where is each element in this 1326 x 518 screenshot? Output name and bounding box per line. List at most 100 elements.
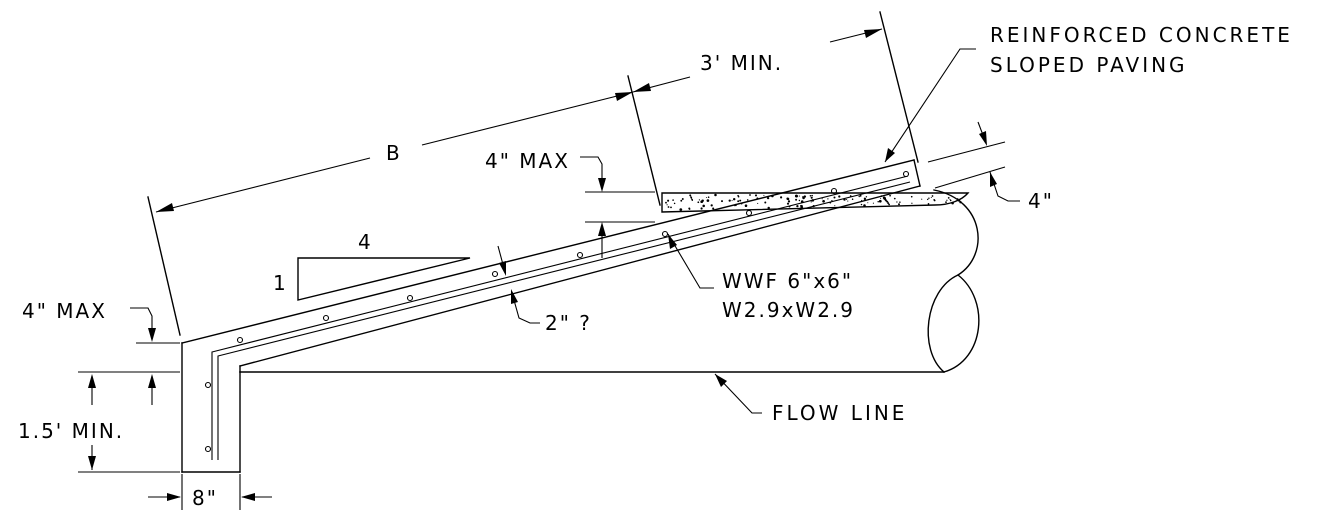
- concrete-speck: [863, 204, 866, 207]
- concrete-speck: [959, 201, 962, 204]
- concrete-speck: [846, 198, 848, 200]
- concrete-speck: [802, 196, 805, 200]
- slope-run-label: 4: [358, 230, 373, 254]
- concrete-speck: [798, 199, 801, 202]
- concrete-speck: [811, 194, 813, 197]
- dim-b-label: B: [386, 141, 402, 165]
- concrete-speck: [691, 199, 694, 201]
- concrete-speck: [858, 195, 860, 198]
- concrete-speck: [833, 196, 836, 199]
- concrete-speck: [800, 200, 804, 203]
- concrete-speck: [951, 201, 954, 205]
- concrete-speck: [872, 202, 874, 204]
- concrete-speck: [898, 203, 900, 206]
- concrete-speck: [838, 195, 841, 198]
- dim-4in-max-left-label: 4" MAX: [22, 299, 107, 323]
- concrete-speck: [728, 199, 731, 202]
- concrete-speck: [786, 202, 790, 205]
- rebar-dot: [204, 381, 212, 389]
- concrete-speck: [885, 199, 887, 202]
- concrete-speck: [794, 194, 798, 198]
- concrete-speck: [667, 199, 670, 202]
- concrete-speck: [737, 200, 740, 203]
- concrete-speck: [754, 194, 758, 197]
- concrete-speck: [810, 196, 813, 199]
- dim-b: B: [147, 75, 661, 336]
- concrete-speck: [831, 200, 833, 202]
- concrete-speck: [688, 208, 691, 210]
- concrete-speck: [865, 196, 868, 198]
- concrete-speck: [911, 202, 913, 204]
- concrete-speck: [690, 197, 693, 199]
- concrete-speck: [667, 206, 670, 208]
- concrete-speck: [812, 204, 815, 208]
- concrete-speck: [899, 201, 901, 203]
- dim-2in: 2" ?: [497, 245, 590, 335]
- reinforcing-mesh: [204, 170, 911, 460]
- pipe-outline: [239, 189, 980, 373]
- concrete-speck: [821, 198, 823, 200]
- concrete-speck: [930, 196, 932, 199]
- paving-title-line1: REINFORCED CONCRETE: [990, 23, 1293, 47]
- concrete-speck: [860, 203, 863, 206]
- concrete-speck: [863, 197, 867, 201]
- concrete-speck: [739, 199, 742, 202]
- concrete-speck: [888, 203, 890, 206]
- concrete-speck: [714, 193, 717, 197]
- concrete-speck: [679, 208, 683, 211]
- concrete-speck: [665, 201, 667, 204]
- paving-callout: REINFORCED CONCRETE SLOPED PAVING: [884, 23, 1293, 163]
- paving-title-line2: SLOPED PAVING: [990, 53, 1188, 77]
- slope-rise-label: 1: [273, 271, 288, 295]
- rebar-dot: [491, 270, 499, 278]
- concrete-speck: [666, 204, 668, 206]
- concrete-speck: [926, 198, 929, 201]
- wwf-line2: W2.9xW2.9: [722, 298, 855, 322]
- concrete-speck: [861, 199, 863, 201]
- rebar-dot: [902, 170, 910, 178]
- concrete-speck: [880, 195, 883, 198]
- concrete-speck: [788, 205, 791, 208]
- dim-8in: 8": [148, 474, 272, 510]
- concrete-speck: [801, 205, 803, 207]
- rebar-dot: [406, 294, 414, 302]
- concrete-speck: [933, 199, 936, 202]
- wwf-line1: WWF 6"x6": [722, 269, 853, 293]
- concrete-speck: [867, 202, 869, 204]
- concrete-speck: [746, 199, 749, 201]
- flow-line-label: FLOW LINE: [772, 401, 907, 425]
- dim-8in-label: 8": [192, 486, 218, 510]
- concrete-speck: [732, 197, 736, 201]
- concrete-speck: [921, 198, 923, 200]
- concrete-speck: [859, 194, 862, 197]
- concrete-speck: [958, 199, 960, 202]
- concrete-speck: [931, 195, 934, 197]
- concrete-speck: [910, 195, 913, 198]
- dim-3ft-min: 3' MIN.: [632, 11, 919, 163]
- concrete-speck: [680, 199, 683, 202]
- concrete-speck: [749, 194, 751, 196]
- concrete-speck: [712, 207, 715, 210]
- dim-4in-max-left: 4" MAX: [22, 299, 180, 344]
- concrete-speck: [787, 200, 791, 203]
- rebar-dot: [322, 314, 330, 322]
- rebar-dot: [236, 336, 244, 344]
- dim-4in-right: 4": [927, 121, 1054, 213]
- concrete-speck: [697, 201, 700, 204]
- concrete-speck: [887, 202, 890, 205]
- dim-3ft-min-label: 3' MIN.: [700, 51, 783, 75]
- concrete-speck: [702, 204, 705, 208]
- concrete-speck: [834, 205, 836, 207]
- dim-4in-right-label: 4": [1028, 189, 1054, 213]
- dim-1-5ft-min: 1.5' MIN.: [18, 371, 180, 473]
- concrete-speck: [734, 203, 737, 206]
- concrete-speck: [710, 204, 713, 207]
- concrete-speck: [744, 204, 748, 207]
- concrete-speck: [843, 198, 846, 201]
- concrete-speck: [878, 199, 882, 203]
- concrete-speck: [740, 202, 743, 205]
- concrete-speck: [698, 199, 700, 201]
- slope-indicator: 4 1: [273, 230, 471, 301]
- concrete-speck: [764, 201, 767, 204]
- concrete-speck: [706, 199, 710, 202]
